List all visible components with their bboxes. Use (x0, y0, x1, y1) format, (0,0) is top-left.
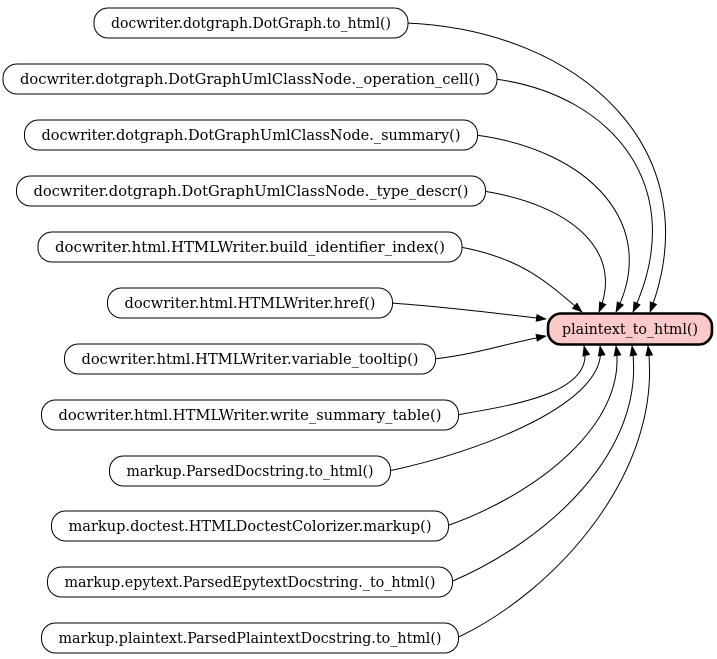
node-box (51, 510, 449, 542)
caller-node-htmlwriter-variable-tooltip[interactable]: docwriter.html.HTMLWriter.variable_toolt… (64, 343, 436, 375)
call-edge-htmldoctestcolorizer-markup (446, 345, 622, 527)
caller-node-umlclassnode-type-descr[interactable]: docwriter.dotgraph.DotGraphUmlClassNode.… (16, 175, 486, 207)
node-box (41, 622, 459, 654)
node-label: docwriter.html.HTMLWriter.variable_toolt… (82, 350, 419, 368)
node-box (109, 455, 391, 487)
node-box (41, 399, 459, 431)
node-box (64, 343, 436, 375)
call-edge-parseddocstring-to-html (388, 345, 606, 472)
call-edge-umlclassnode-type-descr (483, 190, 607, 313)
node-label: markup.ParsedDocstring.to_html() (127, 462, 374, 480)
node-box (107, 287, 393, 319)
node-box (37, 231, 463, 263)
node-box (16, 175, 486, 207)
call-edge-htmlwriter-build-identifier-index (459, 246, 583, 313)
call-edge-htmlwriter-write-summary-table (456, 345, 591, 416)
node-label: docwriter.dotgraph.DotGraph.to_html() (111, 14, 391, 32)
caller-node-parsedepytextdocstring-to-html[interactable]: markup.epytext.ParsedEpytextDocstring._t… (47, 566, 453, 598)
node-label: markup.epytext.ParsedEpytextDocstring._t… (65, 573, 436, 591)
call-edge-htmlwriter-variable-tooltip (433, 333, 547, 360)
caller-node-parsedplaintextdocstring-to-html[interactable]: markup.plaintext.ParsedPlaintextDocstrin… (41, 622, 459, 654)
node-label: docwriter.dotgraph.DotGraphUmlClassNode.… (20, 70, 480, 88)
target-node-plaintext-to-html[interactable]: plaintext_to_html() (546, 312, 714, 346)
nodes-layer: docwriter.dotgraph.DotGraph.to_html()doc… (2, 7, 714, 654)
call-edge-parsedplaintextdocstring-to-html (456, 345, 654, 639)
node-label: docwriter.dotgraph.DotGraphUmlClassNode.… (42, 126, 461, 144)
edges-layer (388, 22, 667, 639)
call-edge-parsedepytextdocstring-to-html (450, 345, 638, 583)
node-label: markup.doctest.HTMLDoctestColorizer.mark… (69, 517, 432, 535)
caller-node-umlclassnode-operation-cell[interactable]: docwriter.dotgraph.DotGraphUmlClassNode.… (2, 63, 498, 95)
caller-node-umlclassnode-summary[interactable]: docwriter.dotgraph.DotGraphUmlClassNode.… (24, 119, 478, 151)
node-box (546, 312, 714, 346)
node-box (47, 566, 453, 598)
node-label: markup.plaintext.ParsedPlaintextDocstrin… (59, 629, 442, 647)
node-label: docwriter.dotgraph.DotGraphUmlClassNode.… (34, 182, 469, 200)
node-label: docwriter.html.HTMLWriter.href() (125, 294, 376, 312)
caller-node-htmlwriter-href[interactable]: docwriter.html.HTMLWriter.href() (107, 287, 393, 319)
node-box (24, 119, 478, 151)
call-edge-umlclassnode-summary (475, 134, 630, 313)
caller-node-htmlwriter-write-summary-table[interactable]: docwriter.html.HTMLWriter.write_summary_… (41, 399, 459, 431)
node-label: plaintext_to_html() (562, 320, 698, 338)
caller-node-dotgraph-to-html[interactable]: docwriter.dotgraph.DotGraph.to_html() (93, 7, 409, 39)
node-box (93, 7, 409, 39)
caller-node-htmlwriter-build-identifier-index[interactable]: docwriter.html.HTMLWriter.build_identifi… (37, 231, 463, 263)
caller-node-parseddocstring-to-html[interactable]: markup.ParsedDocstring.to_html() (109, 455, 391, 487)
call-edge-dotgraph-to-html (405, 22, 667, 313)
caller-node-htmldoctestcolorizer-markup[interactable]: markup.doctest.HTMLDoctestColorizer.mark… (51, 510, 449, 542)
node-label: docwriter.html.HTMLWriter.write_summary_… (59, 406, 442, 424)
node-box (2, 63, 498, 95)
call-edge-umlclassnode-operation-cell (494, 78, 653, 313)
node-label: docwriter.html.HTMLWriter.build_identifi… (55, 238, 445, 256)
call-edge-htmlwriter-href (390, 302, 547, 322)
